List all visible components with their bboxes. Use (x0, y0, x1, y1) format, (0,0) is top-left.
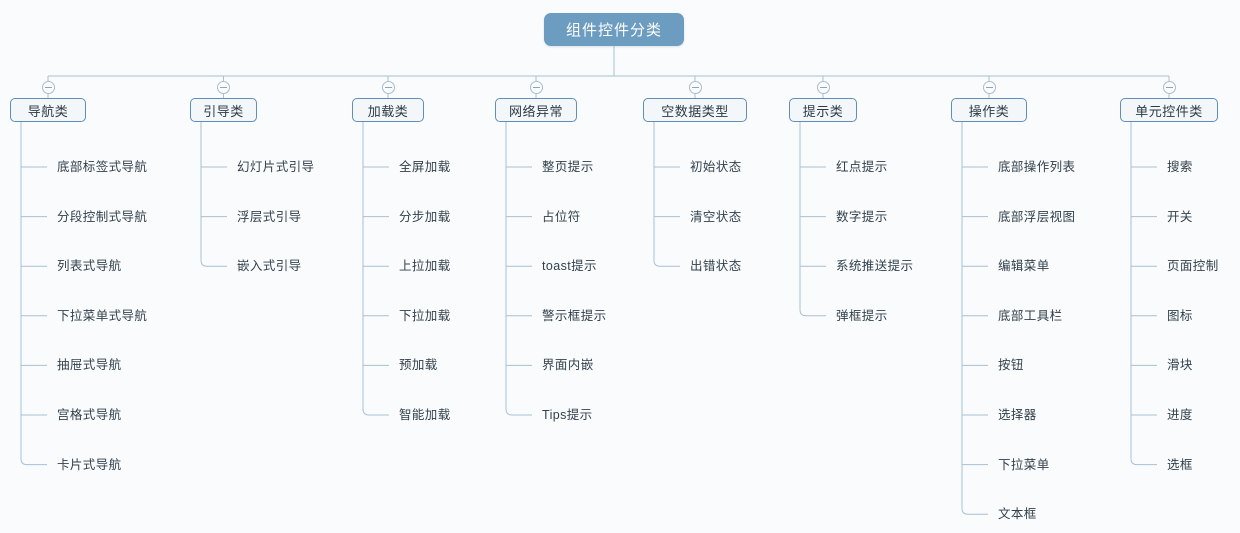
leaf-node[interactable]: 分段控制式导航 (57, 209, 148, 224)
category-node[interactable]: 单元控件类 (1120, 98, 1218, 122)
root-node[interactable]: 组件控件分类 (544, 13, 684, 46)
category-node[interactable]: 引导类 (190, 98, 257, 122)
leaf-node[interactable]: 整页提示 (542, 160, 594, 174)
leaf-node[interactable]: 底部浮层视图 (998, 209, 1076, 224)
leaf-node[interactable]: 列表式导航 (57, 259, 122, 274)
collapse-minus-icon[interactable] (217, 81, 230, 94)
collapse-minus-icon[interactable] (41, 81, 55, 94)
leaf-node[interactable]: 搜索 (1167, 160, 1193, 174)
category-node[interactable]: 网络异常 (495, 98, 577, 122)
leaf-node[interactable]: 占位符 (542, 209, 581, 224)
leaf-node[interactable]: 警示框提示 (542, 308, 607, 323)
leaf-node[interactable]: 滑块 (1167, 358, 1193, 373)
collapse-minus-icon[interactable] (816, 81, 830, 94)
leaf-node[interactable]: 系统推送提示 (836, 259, 914, 274)
leaf-node[interactable]: 选框 (1167, 457, 1193, 472)
leaf-node[interactable]: 下拉菜单式导航 (57, 308, 148, 323)
leaf-node[interactable]: 清空状态 (690, 209, 742, 224)
category-node[interactable]: 提示类 (789, 98, 857, 122)
leaf-node[interactable]: 下拉加载 (399, 308, 451, 323)
leaf-node[interactable]: 界面内嵌 (542, 358, 594, 373)
leaf-node[interactable]: 图标 (1167, 308, 1193, 323)
leaf-node[interactable]: 页面控制 (1167, 259, 1219, 274)
collapse-minus-icon[interactable] (982, 81, 996, 94)
leaf-node[interactable]: 编辑菜单 (998, 259, 1050, 274)
leaf-node[interactable]: toast提示 (542, 259, 597, 274)
leaf-node[interactable]: 智能加载 (399, 408, 451, 422)
leaf-node[interactable]: 抽屉式导航 (57, 358, 122, 373)
leaf-node[interactable]: 宫格式导航 (57, 408, 122, 422)
leaf-node[interactable]: 卡片式导航 (57, 457, 122, 472)
category-node[interactable]: 导航类 (10, 98, 86, 122)
leaf-node[interactable]: 进度 (1167, 408, 1193, 422)
leaf-node[interactable]: 弹框提示 (836, 308, 888, 323)
leaf-node[interactable]: 文本框 (998, 507, 1037, 522)
leaf-node[interactable]: 上拉加载 (399, 259, 451, 274)
leaf-node[interactable]: Tips提示 (542, 408, 593, 422)
leaf-node[interactable]: 分步加载 (399, 209, 451, 224)
collapse-minus-icon[interactable] (1162, 81, 1176, 94)
leaf-node[interactable]: 底部标签式导航 (57, 160, 148, 174)
leaf-node[interactable]: 全屏加载 (399, 160, 451, 174)
leaf-node[interactable]: 浮层式引导 (237, 209, 302, 224)
leaf-node[interactable]: 嵌入式引导 (237, 259, 302, 274)
leaf-node[interactable]: 底部工具栏 (998, 308, 1063, 323)
leaf-node[interactable]: 初始状态 (690, 160, 742, 174)
leaf-node[interactable]: 出错状态 (690, 259, 742, 274)
leaf-node[interactable]: 按钮 (998, 358, 1024, 373)
leaf-node[interactable]: 下拉菜单 (998, 457, 1050, 472)
leaf-node[interactable]: 开关 (1167, 209, 1193, 224)
leaf-node[interactable]: 数字提示 (836, 209, 888, 224)
leaf-node[interactable]: 选择器 (998, 408, 1037, 422)
collapse-minus-icon[interactable] (688, 81, 702, 94)
collapse-minus-icon[interactable] (529, 81, 543, 94)
leaf-node[interactable]: 底部操作列表 (998, 160, 1076, 174)
category-node[interactable]: 空数据类型 (643, 98, 747, 122)
category-node[interactable]: 加载类 (352, 98, 424, 122)
leaf-node[interactable]: 预加载 (399, 358, 438, 373)
leaf-node[interactable]: 幻灯片式引导 (237, 160, 315, 174)
category-node[interactable]: 操作类 (951, 98, 1027, 122)
collapse-minus-icon[interactable] (381, 81, 395, 94)
leaf-node[interactable]: 红点提示 (836, 160, 888, 174)
